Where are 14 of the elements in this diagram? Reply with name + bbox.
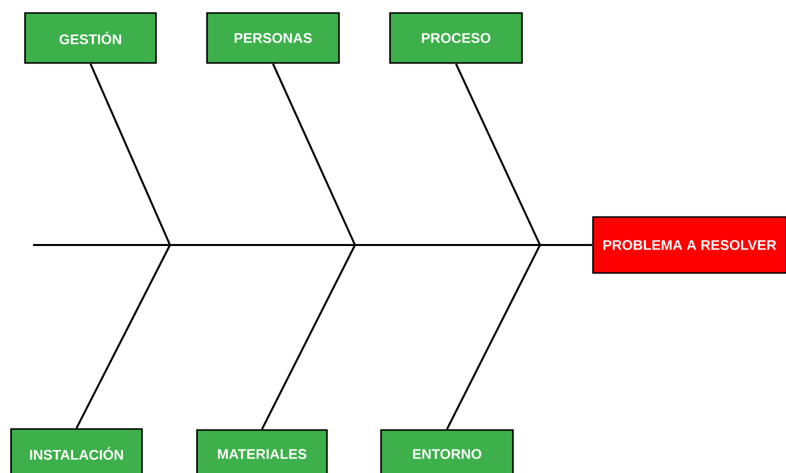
category-box: INSTALACIÓN <box>10 428 143 473</box>
category-box: PERSONAS <box>206 12 340 64</box>
problem-box: PROBLEMA A RESOLVER <box>592 216 786 274</box>
spine-line <box>33 244 592 246</box>
category-box: PROCESO <box>389 12 523 64</box>
bone-line <box>76 244 171 429</box>
bone-line <box>455 63 541 246</box>
bone-line <box>90 63 171 246</box>
category-box: ENTORNO <box>380 429 514 473</box>
bone-line <box>272 63 356 246</box>
bone-line <box>261 244 356 430</box>
category-box: GESTIÓN <box>24 12 157 64</box>
category-box: MATERIALES <box>196 429 328 473</box>
bone-line <box>446 244 541 430</box>
